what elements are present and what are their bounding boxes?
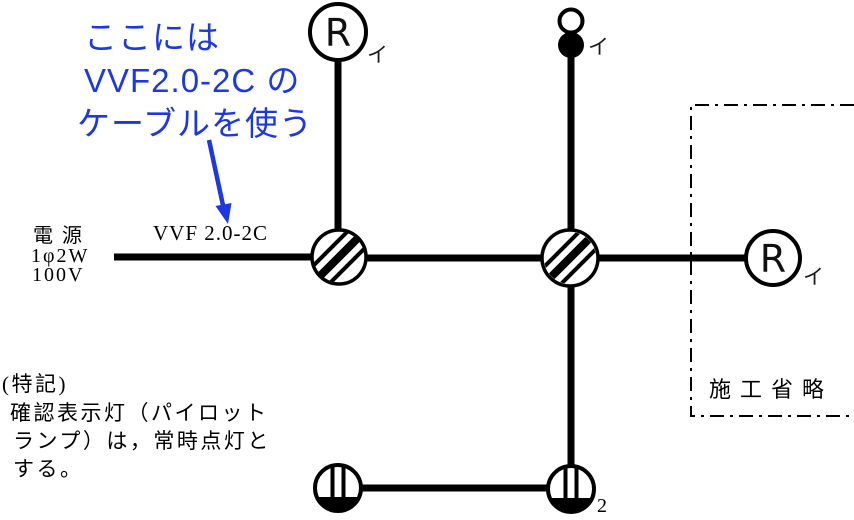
- wall-outlet-left: [313, 463, 363, 513]
- power-line: 1φ2W: [31, 245, 89, 267]
- lamp-circle-icon: [308, 2, 368, 62]
- note-line: する。: [13, 457, 84, 481]
- notes-text: (特記) 確認表示灯（パイロット ランプ）は，常時点灯と する。: [2, 372, 271, 481]
- outlet-wall-fill-icon: [549, 498, 593, 513]
- note-line: (特記): [2, 372, 68, 396]
- ceiling-filled-circle-icon: [558, 32, 584, 58]
- lamp-letter: R: [760, 237, 786, 281]
- power-line: 電 源: [33, 224, 84, 247]
- lamp-receptacle-top: R イ: [308, 2, 388, 67]
- switch-mark: イ: [803, 265, 824, 289]
- outlet-blades-icon: [563, 466, 579, 499]
- wires: [114, 56, 747, 492]
- switch-mark: イ: [588, 35, 609, 59]
- lamp-letter: R: [325, 11, 351, 55]
- lamp-receptacle-right: R イ: [744, 229, 824, 289]
- ceiling-hook-outlet: イ: [557, 7, 609, 59]
- power-line: 100V: [32, 264, 84, 286]
- annotation: ここには VVF2.0-2C の ケーブルを使う: [77, 19, 313, 224]
- junction-box-right: [540, 228, 600, 288]
- junction-box-left: [310, 228, 368, 286]
- note-line: ランプ）は，常時点灯と: [13, 429, 271, 453]
- annotation-line: ここには: [84, 19, 220, 56]
- annotation-line: ケーブルを使う: [77, 105, 313, 142]
- outlet-blades-icon: [330, 465, 346, 498]
- power-source-label: 電 源 1φ2W 100V: [31, 224, 89, 286]
- cable-label: VVF 2.0-2C: [153, 221, 268, 245]
- annotation-arrow-icon: [206, 139, 232, 224]
- construction-omitted-label: 施工省略: [709, 377, 833, 402]
- construction-omitted-border: [690, 104, 854, 417]
- ceiling-open-circle-icon: [557, 7, 585, 35]
- outlet-wall-fill-icon: [316, 497, 360, 512]
- lamp-circle-icon: [744, 229, 802, 287]
- outlet-count: 2: [597, 495, 607, 517]
- note-line: 確認表示灯（パイロット: [10, 401, 269, 425]
- switch-mark: イ: [367, 43, 388, 67]
- annotation-line: VVF2.0-2C の: [84, 62, 300, 99]
- wall-outlet-right: 2: [546, 464, 607, 517]
